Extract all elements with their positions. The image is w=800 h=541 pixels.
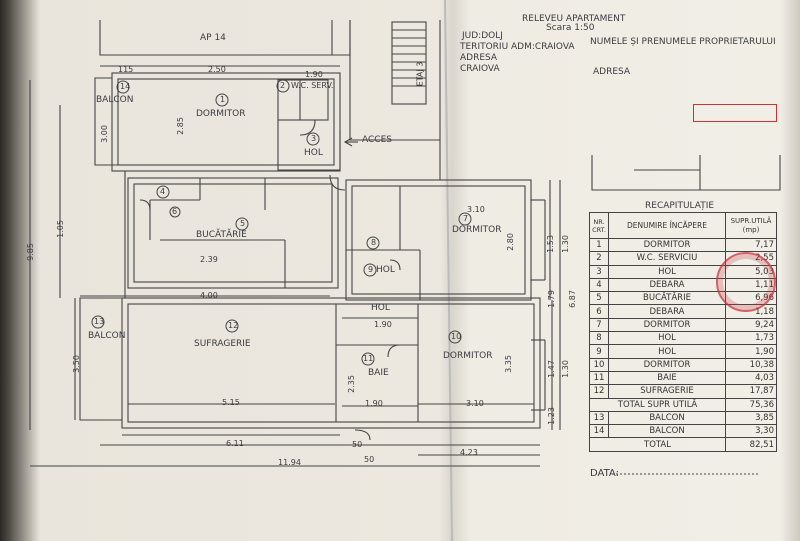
neighbor-label: AP 14: [200, 33, 226, 43]
dimension-label: 1.90: [374, 320, 392, 329]
dimension-label: 2.35: [346, 375, 356, 393]
teritoriu-label: TERITORIU ADM:CRAIOVA: [460, 42, 575, 52]
stair-label: ETAJ 3: [415, 61, 425, 87]
room-number: 3: [311, 134, 317, 143]
dimension-label: 1.90: [305, 70, 323, 79]
room-name-hol-8: HOL: [376, 265, 395, 275]
dimension-label: 1.30: [560, 235, 570, 253]
room-name-balcon-14: BALCON: [96, 95, 134, 105]
dimension-label: 2.39: [200, 255, 218, 264]
adresa-right-label: ADRESA: [593, 67, 631, 77]
room-name-balcon-13: BALCON: [88, 331, 126, 341]
dimension-label: 3.10: [466, 399, 484, 408]
cadastre-stamp: [693, 104, 777, 122]
dimension-label: 1.79: [546, 290, 556, 308]
room-number: 1: [220, 95, 226, 104]
room-number: 10: [451, 332, 462, 341]
dimension-label: 1.53: [545, 235, 555, 253]
dimension-label: 11.94: [278, 458, 301, 467]
dimension-label: 50: [364, 455, 375, 464]
room-name-hol-9: HOL: [371, 303, 390, 313]
recap-table: NR. CRT. DENUMIRE ÎNCĂPERE SUPR.UTILĂ (m…: [589, 212, 777, 452]
room-name-sufragerie: SUFRAGERIE: [194, 339, 251, 349]
adresa-label: ADRESA: [460, 53, 498, 63]
room-number: 13: [94, 317, 105, 326]
room-number: 7: [463, 214, 469, 223]
stairs-icon: [391, 21, 427, 105]
col-area-header: SUPR.UTILĂ (mp): [725, 212, 777, 239]
room-name-hol-3: HOL: [304, 148, 323, 158]
room-name-baie: BAIE: [368, 368, 389, 378]
room-number: 14: [120, 82, 131, 91]
dimension-label: 4.23: [460, 448, 478, 457]
dimension-label: 9.85: [25, 243, 35, 261]
room-number: 11: [363, 354, 374, 363]
recap-title: RECAPITULAȚIE: [645, 201, 715, 211]
dimension-label: 3.50: [71, 355, 81, 373]
dimension-label: 1.30: [560, 360, 570, 378]
document-title: RELEVEU APARTAMENT: [522, 14, 626, 24]
dimension-label: 6.87: [567, 290, 577, 308]
date-label: DATA:: [590, 468, 619, 479]
dimension-label: 1.05: [55, 220, 65, 238]
room-number: 6: [172, 207, 178, 216]
room-name-wc: W.C. SERV.: [291, 81, 334, 90]
room-number: 9: [368, 265, 374, 274]
scale-label: Scara 1:50: [546, 23, 595, 33]
dimension-label: 50: [352, 440, 363, 449]
dimension-label: 3.10: [467, 205, 485, 214]
room-name-bucatarie: BUCĂTĂRIE: [196, 230, 247, 240]
round-stamp: [716, 252, 776, 312]
dimension-label: 1.47: [546, 360, 556, 378]
localitate-label: CRAIOVA: [460, 64, 500, 74]
dimension-label: 2.85: [175, 117, 185, 135]
dimension-label: 5.15: [222, 398, 240, 407]
dimension-label: 1.23: [546, 407, 556, 425]
room-name-dormitor-7: DORMITOR: [452, 225, 502, 235]
room-number: 5: [240, 219, 246, 228]
col-name-header: DENUMIRE ÎNCĂPERE: [608, 212, 726, 239]
dimension-label: 4.00: [200, 291, 218, 300]
room-circle-14: [116, 80, 130, 94]
room-number: 12: [228, 321, 239, 330]
col-nr-header: NR. CRT.: [589, 212, 609, 239]
dimension-label: 1.90: [365, 399, 383, 408]
owner-label: NUMELE ȘI PRENUMELE PROPRIETARULUI: [590, 37, 776, 47]
room-name-dormitor-10: DORMITOR: [443, 351, 493, 361]
room-number: 8: [371, 238, 377, 247]
dimension-label: 3.00: [99, 125, 109, 143]
dimension-label: 2.50: [208, 65, 226, 74]
dimension-label: 2.80: [505, 233, 515, 251]
judet-label: JUD:DOLJ: [462, 31, 503, 41]
room-name-dormitor-1: DORMITOR: [196, 109, 246, 119]
dimension-label: 6.11: [226, 439, 244, 448]
dimension-label: 115: [118, 65, 134, 74]
room-number: 2: [280, 81, 286, 90]
room-number: 4: [160, 187, 166, 196]
acces-label: ACCES: [362, 135, 392, 145]
dimension-label: 3.35: [503, 355, 513, 373]
